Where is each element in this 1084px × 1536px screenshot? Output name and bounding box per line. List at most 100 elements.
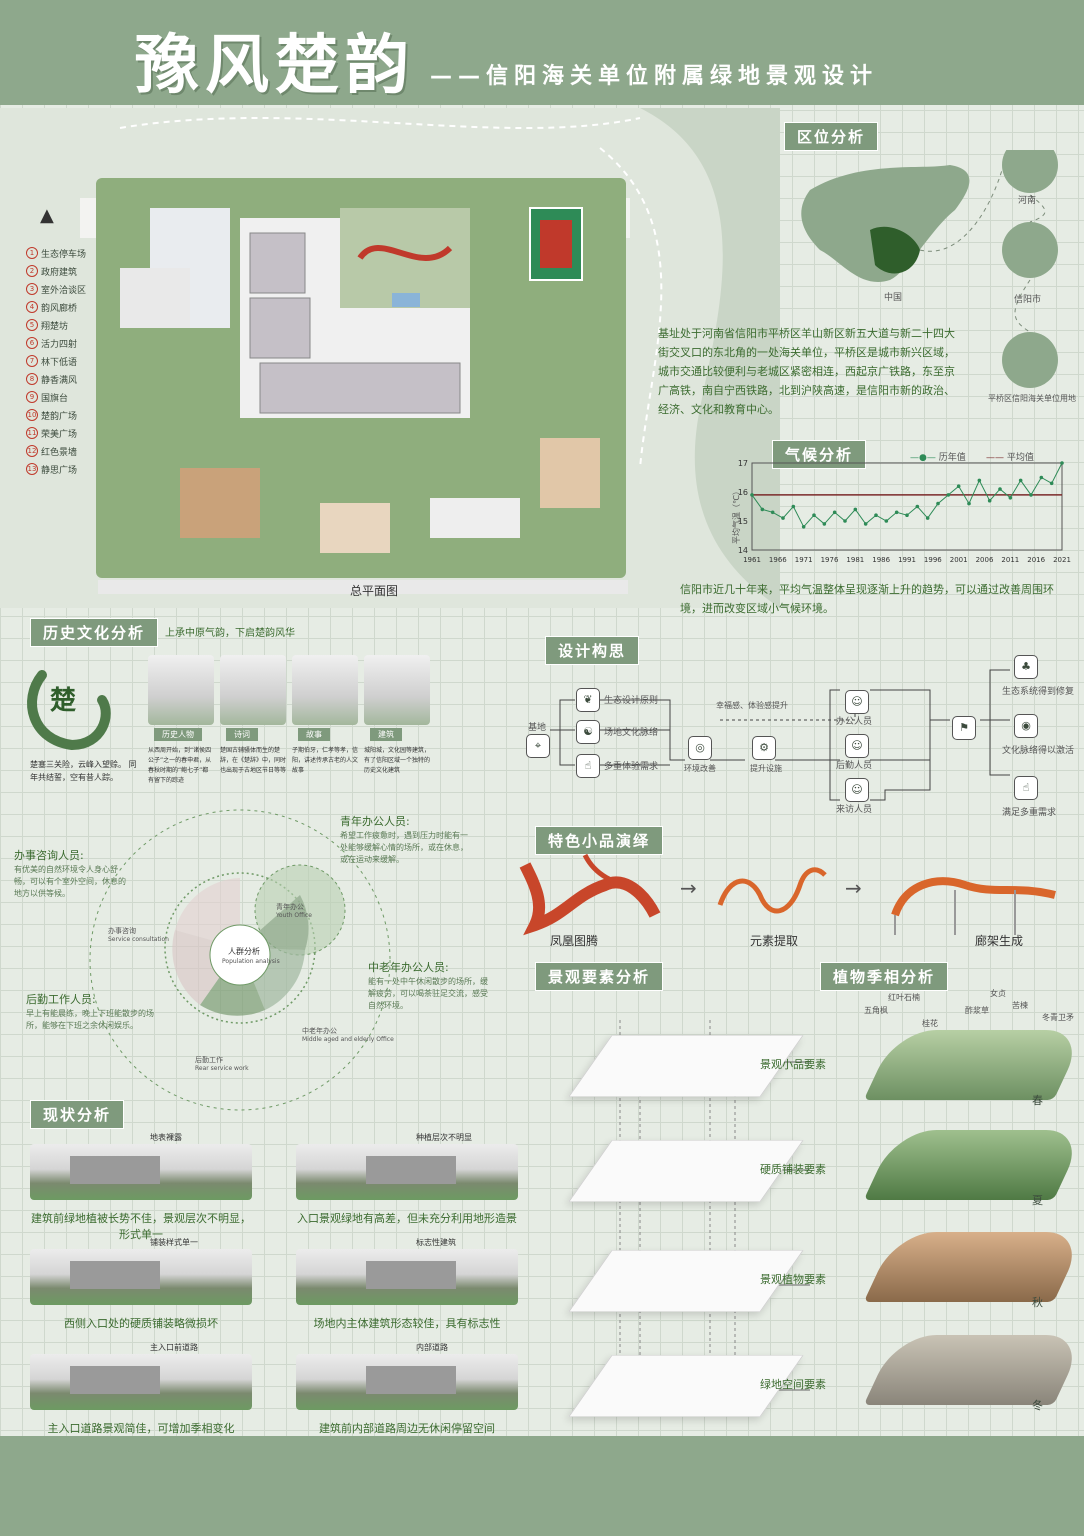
svg-text:→: →: [680, 876, 697, 900]
plant-species-label: 桂花: [922, 1019, 938, 1028]
population-center: 人群分析: [228, 947, 260, 956]
y-tick-label: 16: [738, 488, 748, 497]
legend-label: 活力四射: [41, 339, 78, 350]
plant-species-label: 酢浆草: [965, 1006, 989, 1015]
status-photo-tag: 种植层次不明显: [416, 1133, 472, 1142]
structure-tag: 设计构思: [545, 636, 640, 665]
data-point: [801, 525, 806, 529]
building-silhouette: [70, 1261, 160, 1290]
history-card-label: 建筑: [370, 728, 402, 741]
phoenix-totem: [519, 862, 661, 936]
x-tick-label: 1991: [898, 556, 916, 564]
legend-label: 室外洽谈区: [41, 285, 87, 296]
history-card-image: [148, 655, 214, 725]
legend-number: 2: [26, 265, 38, 277]
x-tick-label: 2006: [976, 556, 994, 564]
x-tick-label: 1966: [769, 556, 787, 564]
legend-number: 8: [26, 373, 38, 385]
status-caption: 建筑前内部道路周边无休闲停留空间: [319, 1422, 495, 1435]
hand-icon: ☝: [576, 754, 600, 778]
structure-output-label: 满足多重需求: [1002, 808, 1057, 818]
data-point: [977, 478, 982, 483]
climate-tag: 气候分析: [772, 440, 867, 469]
y-tick-label: 17: [738, 459, 748, 468]
legend-number: 11: [26, 427, 38, 439]
chart-frame: [751, 462, 1063, 551]
person-icon: ☺: [845, 690, 869, 714]
structure-output-label: 生态系统得到修复: [1002, 687, 1075, 697]
asia-map: [801, 165, 970, 283]
legend-number: 12: [26, 445, 38, 457]
needs-hand-icon: ☝: [1014, 776, 1038, 800]
masterplan: [0, 108, 780, 608]
label-district: 平桥区信阳海关单位用地: [988, 394, 1076, 403]
person-icon: ☺: [845, 734, 869, 758]
feature-step-3: 廊架生成: [975, 934, 1024, 948]
district-map: [1002, 332, 1058, 388]
feature-tag: 特色小品演绎: [535, 826, 664, 855]
data-point: [998, 487, 1002, 491]
x-tick-label: 2011: [1001, 556, 1019, 564]
season-label: 夏: [1032, 1194, 1043, 1207]
feature-step-1: 凤凰图腾: [550, 934, 599, 948]
data-point: [987, 498, 992, 503]
building-silhouette: [70, 1366, 160, 1395]
data-point: [894, 510, 899, 515]
legend-label: 静香满风: [41, 375, 78, 386]
structure-input-label: 场地文化脉络: [604, 728, 659, 738]
legend-number: 4: [26, 301, 38, 313]
data-point: [1039, 475, 1044, 480]
structure-input-label: 生态设计原则: [604, 696, 659, 706]
footer-band: [0, 1436, 1084, 1536]
data-point: [812, 513, 816, 517]
status-photo-tag: 地表裸露: [150, 1133, 182, 1142]
population-group-name-en: Youth Office: [276, 912, 312, 919]
ecology-icon: ♣: [1014, 655, 1038, 679]
x-tick-label: 2021: [1053, 556, 1071, 564]
history-tag: 历史文化分析: [30, 618, 159, 647]
season-label: 冬: [1032, 1399, 1043, 1412]
population-group-name-en: Middle aged and elderly Office: [302, 1036, 394, 1043]
legend-number: 10: [26, 409, 38, 421]
data-point: [1018, 478, 1023, 483]
data-point: [822, 522, 827, 526]
element-layer-label: 景观小品要素: [760, 1058, 826, 1071]
population-group-name-en: Service consultation: [108, 936, 169, 943]
data-point: [1008, 496, 1013, 500]
population-group-name: 后勤工作: [195, 1056, 223, 1064]
label-xinyang: 信阳市: [1014, 295, 1042, 305]
data-point: [884, 519, 889, 523]
status-photo: [296, 1144, 518, 1200]
building-block: [249, 297, 311, 359]
label-henan: 河南: [1018, 196, 1037, 206]
location-description: 基址处于河南省信阳市平桥区羊山新区新五大道与新二十四大街交叉口的东北角的一处海关…: [658, 327, 955, 416]
history-card-image: [292, 655, 358, 725]
culture-icon: ☯: [576, 720, 600, 744]
history-card-label: 故事: [298, 728, 330, 741]
status-caption: 建筑前绿地植被长势不佳，景观层次不明显，形式单一: [31, 1212, 251, 1241]
result-icon: ⚑: [952, 716, 976, 740]
data-point: [843, 519, 847, 523]
season-planting: [863, 1335, 1084, 1405]
legend-label: 韵风廊桥: [41, 303, 78, 314]
data-point: [905, 513, 909, 517]
upgrade-icon: ⚙: [752, 736, 776, 760]
population-group-text: 希望工作疲惫时，遇到压力时能有一处能够缓解心情的场所，或在休息，或在运动来缓解。: [340, 831, 468, 864]
plant-species-label: 苦楝: [1012, 1001, 1028, 1010]
status-photo: [30, 1144, 252, 1200]
plant-species-label: 女贞: [990, 989, 1006, 998]
structure-base: 基地: [528, 723, 547, 733]
building-silhouette: [366, 1261, 456, 1290]
history-card-text: 城阳城，文化园等建筑，有了信阳区域一个独特的历史文化建筑: [364, 747, 431, 774]
population-group-title: 办事咨询人员:: [14, 849, 84, 862]
building-silhouette: [366, 1156, 456, 1185]
history-card-image: [364, 655, 430, 725]
population-diagram: [89, 809, 391, 1111]
plant-species-label: 五角枫: [864, 1006, 888, 1015]
